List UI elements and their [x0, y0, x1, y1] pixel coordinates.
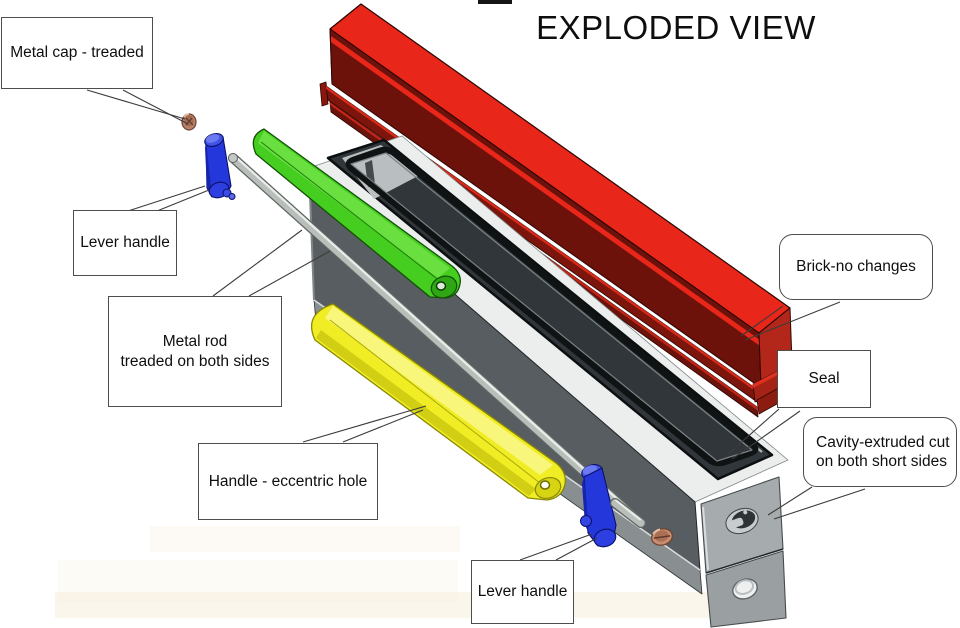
callout-lever-handle-top-text: Lever handle: [80, 234, 170, 252]
green-handle-hole: [435, 281, 447, 291]
callout-metal-rod-line1: Metal rod: [162, 333, 228, 351]
metal-cap-bottom: [650, 528, 674, 546]
seal-part: [345, 146, 759, 467]
callout-brick: Brick-no changes: [779, 234, 933, 300]
metal-rod-part: [228, 153, 646, 528]
background-bands: [55, 526, 720, 618]
callout-metal-rod-line2: treaded on both sides: [120, 352, 270, 370]
callout-lever-handle-top: Lever handle: [73, 210, 177, 276]
lever-handle-top-part: [204, 133, 236, 200]
callout-cavity-line1: Cavity-extruded cut: [816, 433, 950, 451]
lever-handle-bottom-part: [580, 464, 617, 548]
callout-lever-handle-bottom-text: Lever handle: [477, 583, 568, 601]
callout-metal-cap: Metal cap - treaded: [1, 17, 153, 89]
cavity-cut: [725, 507, 759, 535]
metal-rod-tip: [610, 498, 646, 528]
leader-lines: [86, 89, 866, 561]
callout-brick-text: Brick-no changes: [796, 258, 916, 276]
green-handle-part: [252, 128, 461, 299]
yellow-handle-hole: [539, 480, 551, 490]
callout-cavity-line2: on both short sides: [816, 453, 947, 470]
yellow-handle-part: [310, 303, 566, 501]
callout-metal-cap-text: Metal cap - treaded: [10, 44, 144, 62]
page-title: EXPLODED VIEW: [536, 9, 816, 46]
top-crop-artifact: [478, 0, 512, 4]
metal-cap-top: [181, 113, 197, 131]
callout-seal: Seal: [777, 350, 871, 408]
callout-lever-handle-bottom: Lever handle: [471, 560, 574, 624]
callout-cavity: Cavity-extruded cut on both short sides: [803, 417, 957, 487]
callout-metal-rod: Metal rod treaded on both sides: [108, 296, 282, 407]
callout-handle-eccentric-text: Handle - eccentric hole: [208, 472, 368, 490]
callout-handle-eccentric: Handle - eccentric hole: [198, 443, 378, 520]
round-hole: [732, 578, 758, 600]
callout-seal-text: Seal: [808, 370, 840, 388]
